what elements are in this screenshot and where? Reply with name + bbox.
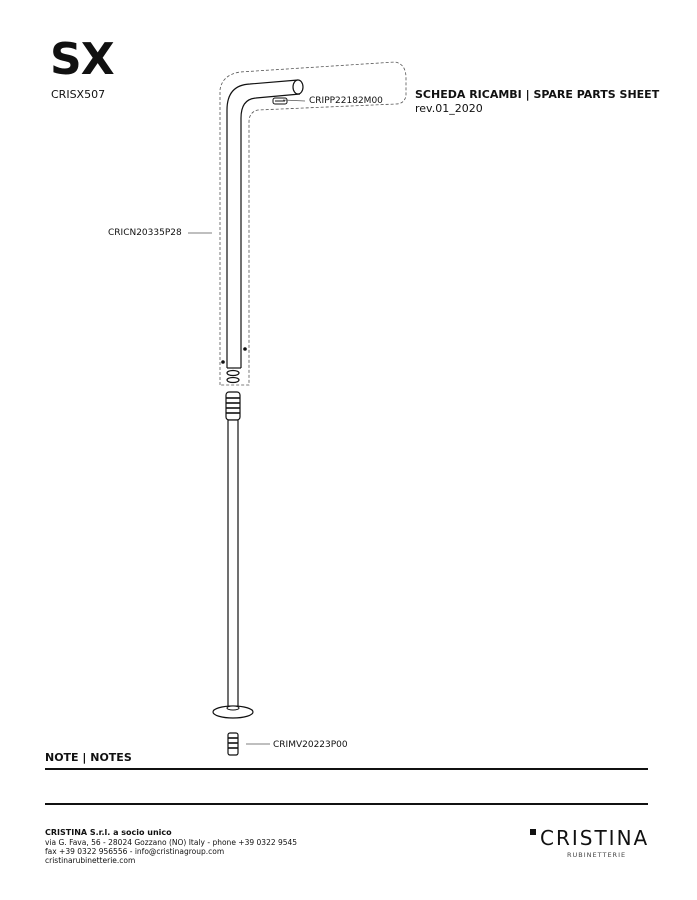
model-name: SX: [50, 34, 115, 85]
company-contact: fax +39 0322 956556 - info@cristinagroup…: [45, 847, 225, 856]
brand-logo: CRISTINA: [540, 826, 650, 850]
company-name: CRISTINA S.r.l. a socio unico: [45, 828, 172, 837]
product-code: CRISX507: [51, 88, 106, 101]
spout-pipe-inner: [240, 93, 301, 368]
valve-part: [227, 732, 239, 756]
column-pipe: [227, 419, 239, 711]
notes-divider-bottom: [45, 803, 648, 805]
o-ring-lower: [226, 376, 240, 384]
part-label-aerator: CRIPP22182M00: [309, 96, 383, 106]
connector-fitting: [225, 391, 241, 421]
brand-subtitle: RUBINETTERIE: [567, 851, 627, 859]
spout-pipe-outer: [226, 79, 299, 368]
notes-title: NOTE | NOTES: [45, 751, 132, 764]
brand-logo-square: [530, 829, 536, 835]
spout-outlet: [292, 79, 304, 95]
leader-line-aerator: [282, 99, 306, 102]
company-website: cristinarubinetterie.com: [45, 856, 136, 865]
part-label-valve: CRIMV20223P00: [273, 740, 348, 750]
company-address: via G. Fava, 56 - 28024 Gozzano (NO) Ita…: [45, 838, 298, 847]
part-label-spout: CRICN20335P28: [108, 228, 182, 238]
sheet-title: SCHEDA RICAMBI | SPARE PARTS SHEET: [415, 88, 660, 101]
notes-divider-top: [45, 768, 648, 770]
sheet-revision: rev.01_2020: [415, 102, 483, 115]
dashed-group-outline: [219, 61, 407, 386]
o-ring-upper: [226, 369, 240, 377]
